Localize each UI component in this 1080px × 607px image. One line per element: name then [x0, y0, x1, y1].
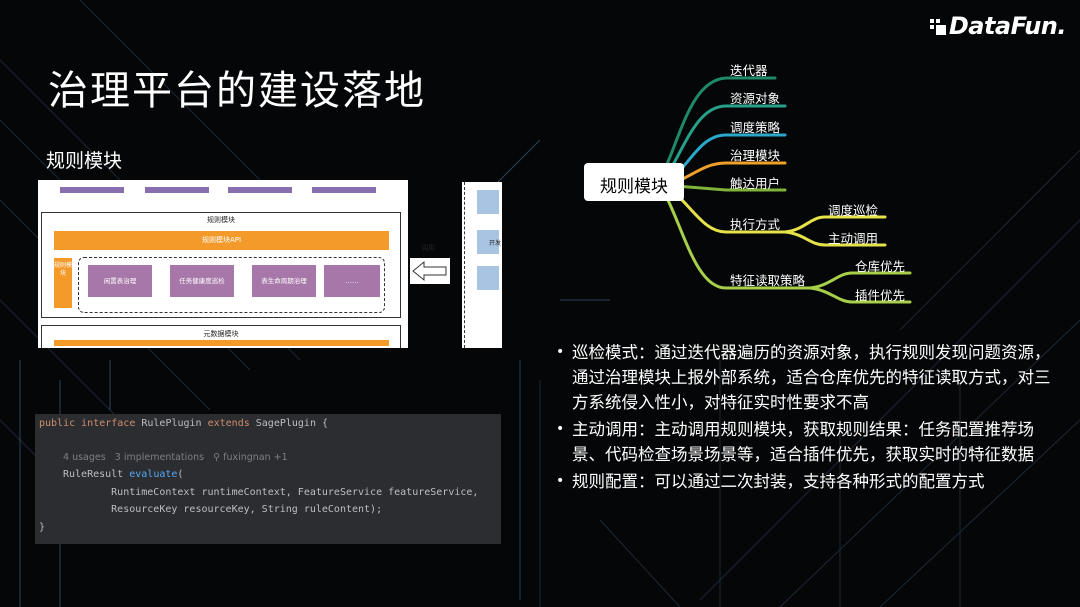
code-keyword: extends [207, 418, 250, 429]
call-label: 调用 [421, 244, 435, 252]
bullet-item: • 主动调用：主动调用规则模块，获取规则结果：任务配置推荐场景、代码检查场景场景等… [554, 417, 1060, 467]
side-module-label: 规则模块 [54, 258, 72, 308]
code-line-3: RuleResult evaluate( [63, 469, 183, 480]
fragment-label: 开发 [489, 240, 502, 247]
mindmap-node: 执行方式 [730, 217, 781, 232]
code-identifier: SagePlugin { [249, 418, 329, 429]
connector-exec-1 [783, 215, 887, 234]
plugin-box: …… [324, 265, 380, 297]
code-line-6: } [39, 522, 46, 533]
code-line-5: ResourceKey resourceKey, String ruleCont… [63, 504, 383, 515]
bullet-dot-icon: • [556, 473, 565, 489]
right-diagram-fragment: 开发 [462, 182, 502, 348]
rule-module-box-title: 规则模块 [207, 216, 235, 224]
connector-notify [674, 184, 787, 192]
logo-text: DataFun. [948, 12, 1067, 40]
datafun-logo: DataFun. [929, 12, 1067, 40]
connector-feature-1 [808, 271, 912, 290]
code-identifier: RulePlugin [135, 418, 208, 429]
mindmap-subnode: 插件优先 [855, 288, 906, 303]
code-identifier: ( [177, 469, 184, 480]
plugin-box: 闲置表治理 [88, 265, 152, 297]
mindmap-node: 触达用户 [730, 176, 781, 191]
bullet-item: • 规则配置：可以通过二次封装，支持各种形式的配置方式 [554, 469, 1060, 494]
bullet-dot-icon: • [556, 344, 565, 360]
rule-module-api-bar: 规则模块API [54, 231, 389, 250]
connector-feature [662, 190, 812, 290]
mindmap-node: 迭代器 [730, 63, 768, 78]
plugin-box: 表生命周期治理 [252, 265, 316, 297]
author-hint: fuxingnan +1 [223, 452, 288, 463]
mindmap-node: 治理模块 [730, 148, 781, 163]
arrow-left-icon [410, 258, 450, 284]
metadata-module-title: 元数据模块 [203, 330, 239, 338]
connector-exec-2 [783, 230, 887, 247]
fragment-dashed-border [464, 182, 465, 348]
mindmap-subnode: 仓库优先 [855, 259, 906, 274]
fragment-block [477, 266, 499, 290]
section-label: 规则模块 [46, 150, 123, 172]
mindmap-node: 调度策略 [730, 120, 781, 135]
code-function: evaluate [129, 469, 178, 480]
connector-feature-2 [808, 286, 912, 304]
rule-module-box: 规则模块 规则模块API 规则模块 闲置表治理 任务健康度巡检 表生命周期治理 … [41, 212, 401, 318]
mindmap-subnode: 调度巡检 [828, 203, 879, 218]
author-icon: ⚲ [213, 452, 221, 463]
mindmap-node: 资源对象 [730, 91, 781, 106]
usages-hint[interactable]: 4 usages [63, 452, 106, 463]
bullet-text: 巡检模式：通过迭代器遍历的资源对象，执行规则发现问题资源，通过治理模块上报外部系… [572, 343, 1051, 412]
code-snippet: public interface RulePlugin extends Sage… [35, 414, 501, 544]
architecture-diagram: 规则模块 规则模块API 规则模块 闲置表治理 任务健康度巡检 表生命周期治理 … [38, 180, 408, 348]
metadata-module-box: 元数据模块 [41, 325, 401, 348]
code-line-1: public interface RulePlugin extends Sage… [39, 418, 328, 429]
logo-mark-icon [929, 19, 946, 35]
mindmap-root: 规则模块 [584, 163, 684, 201]
mindmap-node: 特征读取策略 [730, 273, 806, 288]
code-lens-hint[interactable]: 4 usages 3 implementations ⚲ fuxingnan +… [63, 452, 288, 463]
code-identifier: RuleResult [63, 469, 130, 480]
code-keyword: public [39, 418, 76, 429]
code-line-4: RuntimeContext runtimeContext, FeatureSe… [63, 487, 479, 498]
bullet-dot-icon: • [556, 421, 565, 437]
mindmap-root-label: 规则模块 [600, 177, 668, 197]
implementations-hint[interactable]: 3 implementations [114, 452, 205, 463]
code-keyword: interface [81, 418, 136, 429]
mindmap-subnode: 主动调用 [828, 231, 879, 246]
plugin-container [78, 257, 385, 313]
bullet-item: • 巡检模式：通过迭代器遍历的资源对象，执行规则发现问题资源，通过治理模块上报外部… [554, 340, 1060, 415]
page-title: 治理平台的建设落地 [48, 68, 426, 114]
bullet-text: 规则配置：可以通过二次封装，支持各种形式的配置方式 [572, 472, 985, 491]
fragment-block [477, 230, 499, 254]
plugin-box: 任务健康度巡检 [170, 265, 234, 297]
bullet-text: 主动调用：主动调用规则模块，获取规则结果：任务配置推荐场景、代码检查场景场景等，… [572, 420, 1034, 464]
fragment-block [477, 190, 499, 214]
metadata-bar [54, 340, 389, 346]
bullet-list: • 巡检模式：通过迭代器遍历的资源对象，执行规则发现问题资源，通过治理模块上报外部… [554, 340, 1060, 496]
